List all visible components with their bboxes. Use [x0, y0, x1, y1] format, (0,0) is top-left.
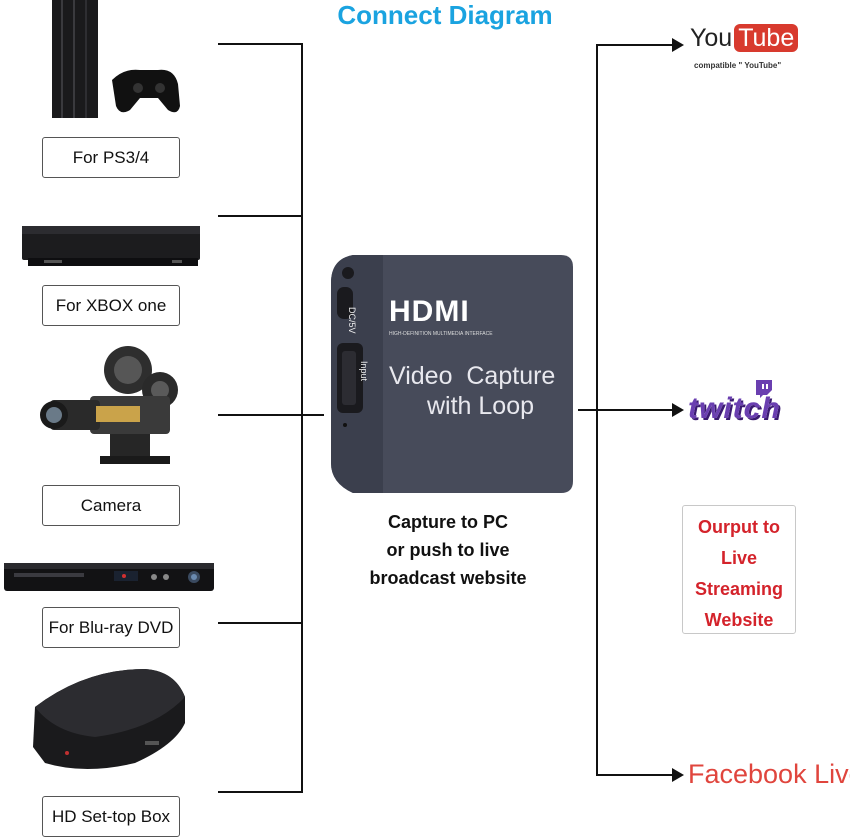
- twitch-logo: twitch: [688, 392, 781, 425]
- game-console-icon: [52, 0, 180, 118]
- streaming-line-4: Website: [704, 610, 774, 630]
- source-label-ps: For PS3/4: [42, 137, 180, 178]
- device-text-line1: Video Capture: [389, 362, 556, 390]
- hdmi-logo-sub: HIGH-DEFINITION MULTIMEDIA INTERFACE: [389, 331, 493, 337]
- youtube-logo-tube: Tube: [734, 24, 799, 52]
- arrow-facebook-icon: [672, 768, 684, 782]
- connector-ps: [218, 43, 302, 45]
- source-label-camera: Camera: [42, 485, 180, 526]
- connector-xbox: [218, 215, 302, 217]
- arrow-youtube-icon: [672, 38, 684, 52]
- streaming-line-1: Ourput to: [698, 517, 780, 537]
- connector-settop: [218, 791, 302, 793]
- connector-device-out: [578, 409, 598, 411]
- hdmi-capture-device: HDMI HIGH-DEFINITION MULTIMEDIA INTERFAC…: [323, 253, 576, 499]
- streaming-line-3: Streaming: [694, 579, 784, 599]
- connector-camera: [218, 414, 324, 416]
- caption-line-1: Capture to PC: [387, 512, 508, 532]
- caption-line-3: broadcast website: [369, 568, 527, 588]
- dvd-player-icon: [4, 563, 214, 591]
- facebook-live-logo: Facebook Live: [688, 759, 850, 789]
- streaming-line-2: Live: [720, 548, 758, 568]
- source-label-dvd: For Blu-ray DVD: [42, 607, 180, 648]
- connector-dvd: [218, 622, 302, 624]
- connector-twitch: [596, 409, 678, 411]
- diagram-title: Connect Diagram: [337, 0, 553, 30]
- source-label-xbox: For XBOX one: [42, 285, 180, 326]
- connector-youtube: [596, 44, 678, 46]
- hdmi-logo: HDMI: [389, 295, 470, 328]
- device-text-line2: with Loop: [427, 392, 535, 420]
- connector-bus-left: [301, 43, 303, 793]
- connector-facebook: [596, 774, 678, 776]
- source-label-settop: HD Set-top Box: [42, 796, 180, 837]
- video-camera-icon: [40, 346, 178, 464]
- caption-line-2: or push to live: [386, 540, 510, 560]
- port-dc-label: DC/5V: [347, 307, 357, 334]
- arrow-twitch-icon: [672, 403, 684, 417]
- twitch-glitch-icon: [756, 380, 772, 398]
- xbox-console-icon: [22, 226, 200, 266]
- set-top-box-icon: [33, 669, 185, 769]
- youtube-logo-you: You: [690, 24, 733, 52]
- youtube-compat-text: compatible " YouTube": [694, 61, 782, 70]
- device-caption: Capture to PC or push to live broadcast …: [348, 508, 548, 592]
- port-input-label: Input: [359, 361, 369, 382]
- streaming-output-box: Ourput to Live Streaming Website: [682, 505, 796, 634]
